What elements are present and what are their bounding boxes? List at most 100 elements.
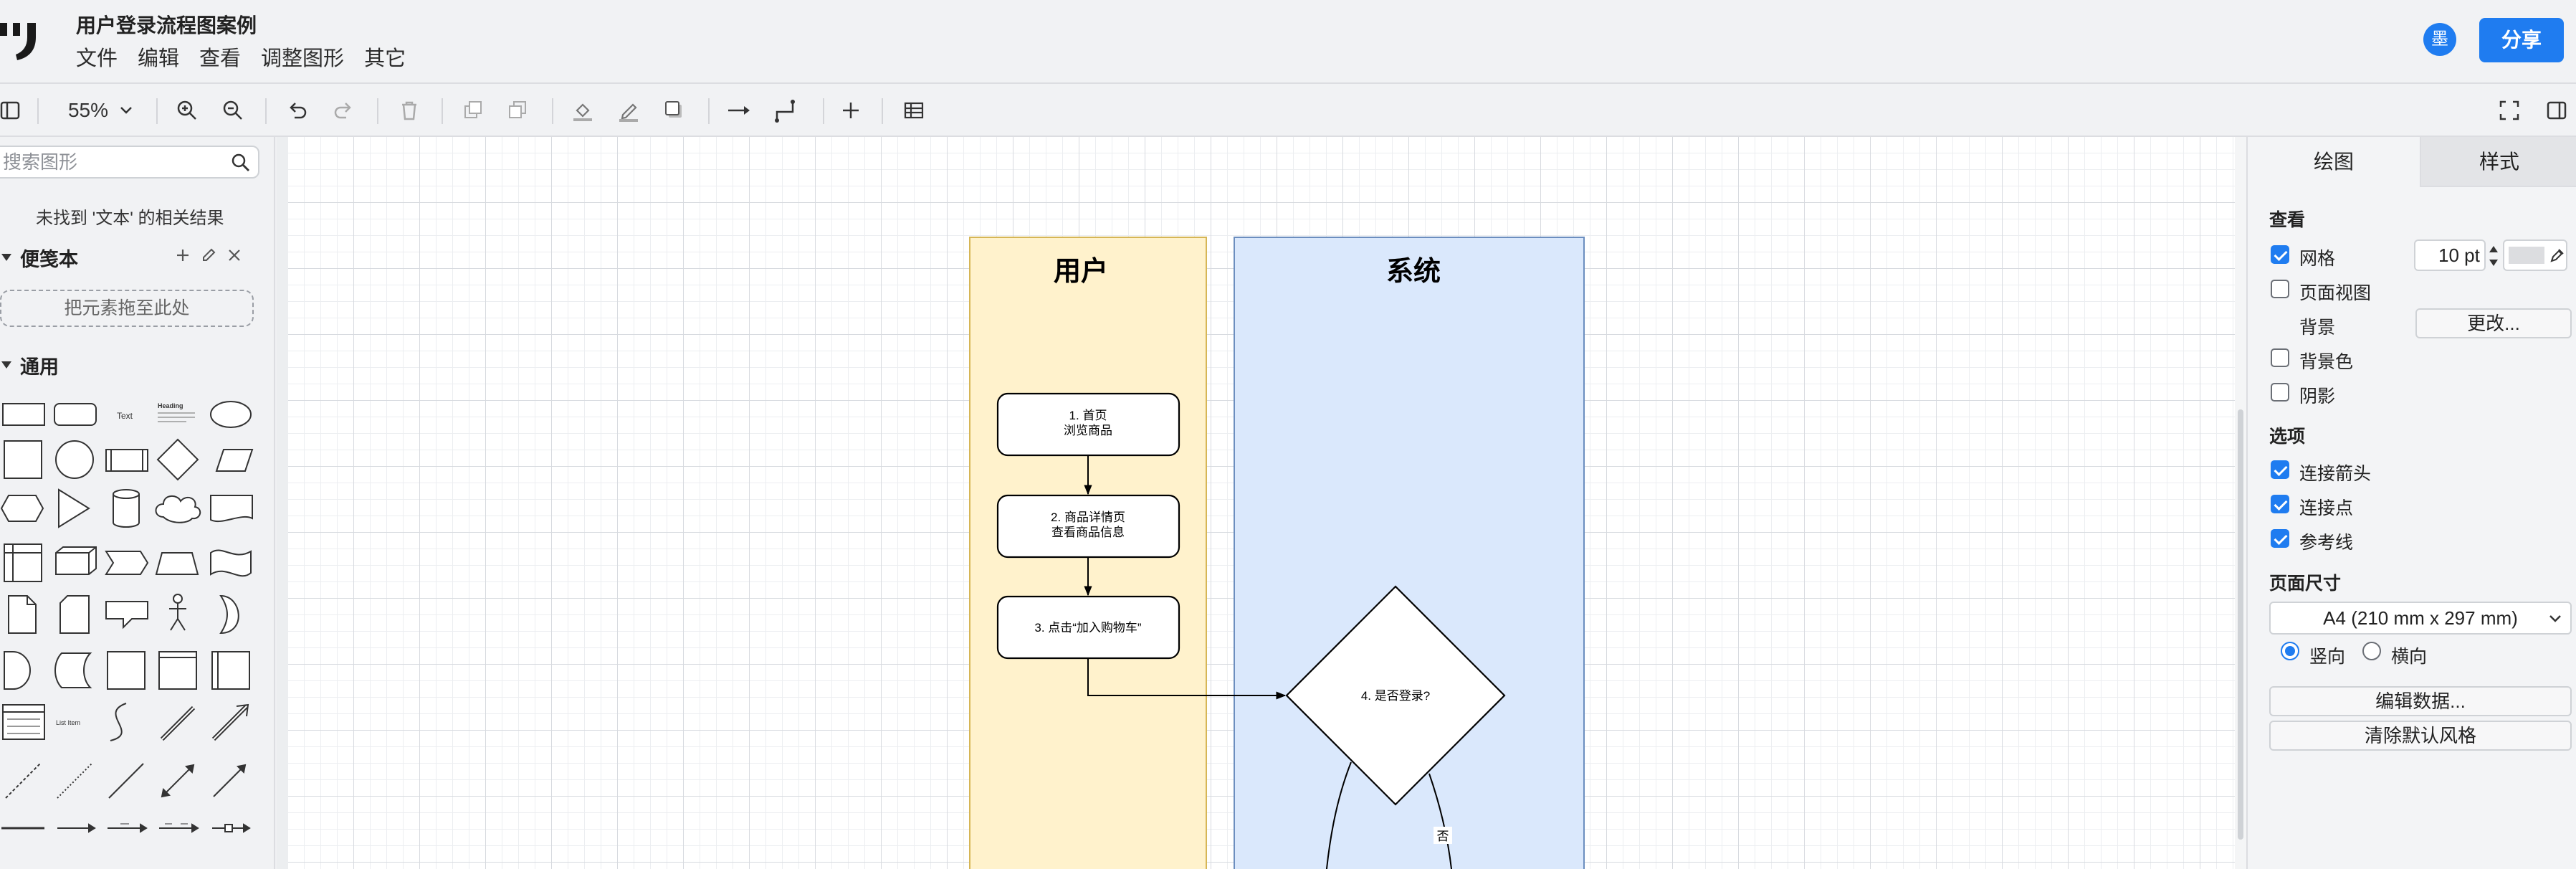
grid-checkbox[interactable] [2271,245,2289,264]
user-avatar[interactable]: 墨 [2423,23,2456,56]
shape-card[interactable] [59,595,90,634]
shape-connector-label[interactable] [108,823,148,833]
tab-diagram[interactable]: 绘图 [2248,137,2420,187]
spinner-icon[interactable] [2487,242,2500,270]
grid-size-input[interactable]: 10 pt [2414,239,2486,271]
background-color-checkbox[interactable] [2271,348,2289,367]
shape-cloud[interactable] [155,495,201,523]
shape-connector-two-labels[interactable] [159,823,199,833]
shape-dashed-line[interactable] [5,763,41,799]
shape-document[interactable] [210,495,253,523]
shape-curve[interactable] [110,703,127,741]
grid-color-picker[interactable] [2503,239,2567,271]
add-icon[interactable] [175,247,191,263]
canvas-scrollbar[interactable] [2235,137,2246,869]
menu-extras[interactable]: 其它 [364,47,406,70]
toggle-format-panel-icon[interactable] [2544,94,2569,127]
shape-dotted-line[interactable] [57,763,92,799]
change-background-button[interactable]: 更改... [2415,308,2572,338]
connection-arrows-checkbox[interactable] [2271,460,2289,479]
redo-icon[interactable] [331,94,356,127]
shape-bidirectional-connector[interactable] [161,764,195,798]
menu-edit[interactable]: 编辑 [138,47,180,70]
edge-4-yes[interactable] [1325,761,1352,869]
search-icon[interactable] [231,153,251,173]
shape-connector-arrow[interactable] [57,823,96,833]
shape-directional-connector[interactable] [213,764,247,797]
zoom-in-icon[interactable] [175,94,199,127]
guides-checkbox[interactable] [2271,529,2289,548]
table-icon[interactable] [902,94,926,127]
shape-connector-three-labels[interactable] [212,823,251,833]
shape-line[interactable] [108,763,144,799]
edge-label-no[interactable]: 否 [1434,827,1452,844]
shape-internal-storage[interactable] [4,543,42,582]
shape-parallelogram[interactable] [215,449,254,472]
menu-view[interactable]: 查看 [199,47,242,70]
scratchpad-header[interactable]: 便笺本 [0,244,78,270]
shadow-icon[interactable] [662,94,687,127]
shape-data-storage[interactable] [54,652,92,688]
shape-arrow[interactable] [211,703,249,741]
shape-list[interactable] [2,704,45,740]
fill-color-icon[interactable] [571,94,595,127]
edit-pencil-icon[interactable] [201,247,216,263]
clear-default-style-button[interactable]: 清除默认风格 [2269,721,2572,751]
step-add-to-cart[interactable]: 3. 点击“加入购物车” [996,595,1180,660]
zoom-out-icon[interactable] [221,94,245,127]
shape-circle[interactable] [55,440,94,479]
portrait-radio[interactable] [2281,642,2299,660]
shape-square[interactable] [4,440,42,479]
shape-heading[interactable]: Heading [158,402,195,422]
close-icon[interactable] [226,247,242,263]
to-front-icon[interactable] [462,94,486,127]
share-button[interactable]: 分享 [2479,18,2564,62]
delete-icon[interactable] [397,94,421,127]
shape-diamond[interactable] [156,438,199,481]
toggle-sidebar-icon[interactable] [0,94,22,127]
shape-cube[interactable] [55,546,97,575]
shape-step[interactable] [105,551,149,575]
shape-ellipse[interactable] [210,401,252,428]
page-size-select[interactable]: A4 (210 mm x 297 mm) [2269,602,2572,635]
edit-data-button[interactable]: 编辑数据... [2269,686,2572,716]
connection-arrow-icon[interactable] [727,94,753,127]
landscape-radio[interactable] [2362,642,2381,660]
shape-cylinder[interactable] [113,489,140,528]
shape-or[interactable] [219,594,239,635]
document-title[interactable]: 用户登录流程图案例 [76,14,257,37]
step-product-detail[interactable]: 2. 商品详情页 查看商品信息 [996,494,1180,559]
insert-plus-icon[interactable] [839,94,863,127]
to-back-icon[interactable] [506,94,530,127]
decision-is-logged-in[interactable]: 4. 是否登录? [1285,585,1506,806]
shape-frame[interactable] [158,651,197,690]
shape-delay[interactable] [4,651,31,690]
shape-text[interactable]: Text [117,411,133,421]
shape-callout[interactable] [105,601,148,630]
shape-actor[interactable] [169,594,186,631]
page-view-checkbox[interactable] [2271,280,2289,298]
diagram-canvas[interactable]: 用户 系统 1. 首页 浏览商品 2. 商品详情页 查看商品信息 [288,137,2235,869]
zoom-select[interactable]: 55% [65,94,136,127]
shape-hexagon[interactable] [0,495,44,522]
waypoints-icon[interactable] [773,94,798,127]
scratchpad-drop-zone[interactable]: 把元素拖至此处 [0,290,254,327]
shape-rectangle[interactable] [2,403,45,426]
shape-search[interactable] [0,146,259,179]
fullscreen-icon[interactable] [2497,94,2522,127]
app-logo-icon[interactable] [0,13,44,63]
shape-rounded-rectangle[interactable] [54,403,97,426]
menu-file[interactable]: 文件 [76,47,118,70]
search-input[interactable] [0,147,209,177]
line-color-icon[interactable] [616,94,641,127]
shape-tape[interactable] [210,549,252,577]
undo-icon[interactable] [285,94,310,127]
shape-process[interactable] [105,449,148,472]
general-shapes-header[interactable]: 通用 [0,352,59,378]
tab-style[interactable]: 样式 [2420,137,2576,187]
shape-container[interactable] [107,651,146,690]
sidebar-scrollbar[interactable] [277,137,288,869]
shape-swimlane[interactable] [211,651,250,690]
connection-points-checkbox[interactable] [2271,495,2289,513]
menu-arrange[interactable]: 调整图形 [261,47,345,70]
